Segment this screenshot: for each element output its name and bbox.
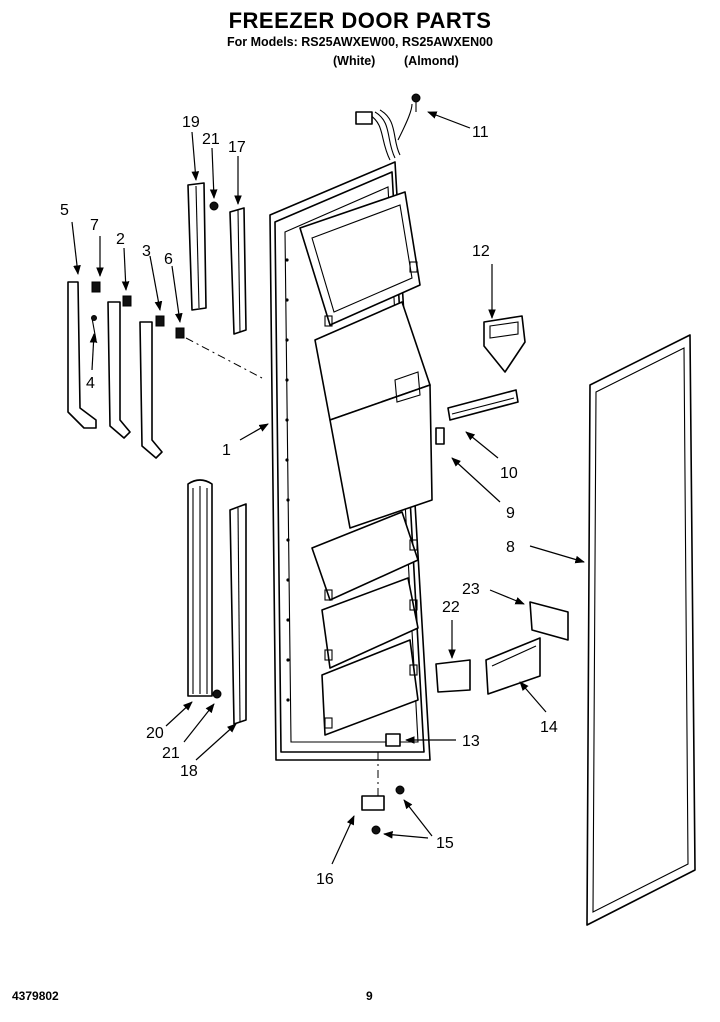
callout-3: 3: [142, 243, 151, 260]
callout-20: 20: [146, 725, 164, 742]
callout-labels: 1 2 3 4 5 6 7 8 9 10 11 12 13 14 15 16 1…: [60, 114, 558, 888]
callout-19: 19: [182, 114, 200, 131]
callout-22: 22: [442, 599, 460, 616]
model-list: For Models: RS25AWXEW00, RS25AWXEN00: [226, 35, 494, 49]
callout-4: 4: [86, 375, 95, 392]
freezer-door-panel: [269, 161, 433, 761]
page-title: FREEZER DOOR PARTS: [228, 8, 492, 33]
callout-12: 12: [472, 243, 490, 260]
wire-harness: [355, 103, 413, 161]
variant-white: (White): [333, 54, 376, 68]
bin-parts: [435, 601, 569, 695]
callout-14: 14: [540, 719, 558, 736]
callout-2: 2: [116, 231, 125, 248]
callout-7: 7: [90, 217, 99, 234]
door-edge-holes: [285, 258, 290, 702]
callout-21-upper: 21: [202, 131, 220, 148]
leader-lines: [71, 111, 585, 865]
callout-23: 23: [462, 581, 480, 598]
hinge-hardware: [361, 733, 405, 835]
callout-8: 8: [506, 539, 515, 556]
callout-15: 15: [436, 835, 454, 852]
callout-16: 16: [316, 871, 334, 888]
callout-17: 17: [228, 139, 246, 156]
callout-6: 6: [164, 251, 173, 268]
document-number: 4379802: [12, 989, 59, 1003]
callout-5: 5: [60, 202, 69, 219]
variant-almond: (Almond): [404, 54, 459, 68]
ice-chute: [483, 315, 526, 373]
trim-10-and-clip-9: [435, 389, 519, 445]
handle-assembly: [67, 281, 185, 459]
callout-11: 11: [472, 124, 489, 141]
door-gasket: [586, 334, 696, 926]
alignment-line: [185, 337, 263, 379]
callout-9: 9: [506, 505, 515, 522]
page-number: 9: [366, 989, 373, 1003]
upper-trim-strips: [187, 182, 247, 335]
lower-trim-strips: [187, 479, 247, 725]
callout-18: 18: [180, 763, 198, 780]
callout-1: 1: [222, 442, 231, 459]
screw-11: [411, 93, 421, 112]
callout-21-lower: 21: [162, 745, 180, 762]
callout-10: 10: [500, 465, 518, 482]
callout-13: 13: [462, 733, 480, 750]
